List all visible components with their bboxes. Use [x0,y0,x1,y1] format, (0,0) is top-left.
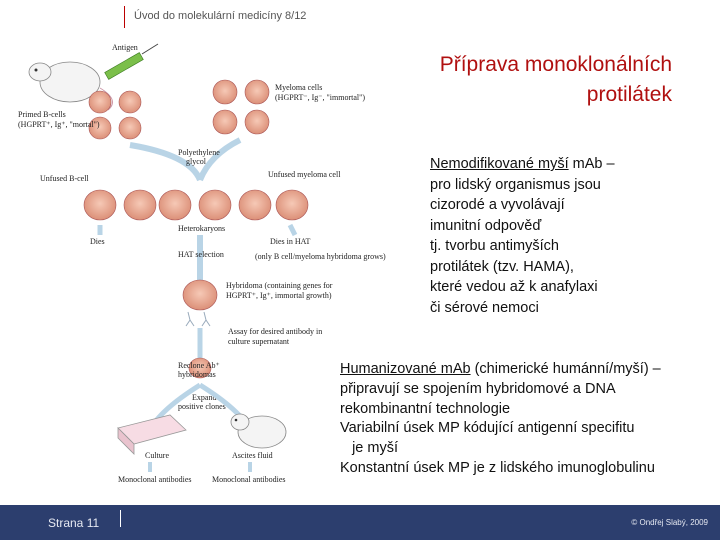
slide-title: Příprava monoklonálních protilátek [372,50,672,110]
mouse-icon [28,61,113,111]
page-number: Strana 11 [48,516,100,530]
label-assay-2: culture supernatant [228,337,290,346]
label-heterokaryons: Heterokaryons [178,224,225,233]
label-culture: Culture [145,451,169,460]
p1-line: pro lidský organismus jsou [430,176,601,193]
p1-line: imunitní odpověď [430,217,542,234]
reclone-cell [188,357,212,379]
p1-line: protilátek (tzv. HAMA), [430,258,574,275]
p2-line: rekombinantní technologie [340,400,511,417]
mouse-icon-lower [230,413,287,449]
p1-line: tj. tvorbu antimyších [430,238,559,254]
label-mono-1: Monoclonal antibodies [118,475,192,484]
header-text: Úvod do molekulární medicíny 8/12 [134,10,307,22]
primed-b-cells [88,90,142,140]
label-primed-sub: (HGPRT⁺, Ig⁺, "mortal") [18,120,100,129]
p1-line: které vedou až k anafylaxi [430,279,598,295]
copyright: © Ondřej Slabý, 2009 [631,518,708,527]
label-mono-2: Monoclonal antibodies [212,475,286,484]
label-dies: Dies [90,237,105,246]
label-dies-hat: Dies in HAT [270,237,311,246]
p2-line: Konstantní úsek MP je z lidského imunogl… [340,459,655,476]
paragraph-unmodified-mab: Nemodifikované myší mAb – pro lidský org… [430,154,670,318]
label-ascites: Ascites fluid [232,451,273,460]
p2-line: připravují se spojením hybridomové a DNA [340,380,616,397]
label-hat-selection: HAT selection [178,250,224,259]
label-reclone-2: hybridomas [178,370,216,379]
label-expand-2: positive clones [178,402,226,411]
label-assay: Assay for desired antibody in [228,327,322,336]
label-myeloma: Myeloma cells [275,83,322,92]
myeloma-cells [212,79,270,135]
footer-bar [0,505,720,540]
culture-flask-icon [117,414,187,455]
title-line-1: Příprava monoklonálních [439,53,672,76]
p1-first-rest: mAb – [568,156,615,172]
p1-line: cizorodé a vyvolávají [430,197,565,213]
antibody-icon [185,311,211,327]
label-peg-2: glycol [186,157,207,166]
syringe-icon [104,43,159,80]
label-expand: Expand [192,393,216,402]
p2-first-rest: (chimerické humánní/myší) – [470,361,661,377]
p1-line: či sérové nemoci [430,299,539,316]
label-hat-note: (only B cell/myeloma hybridoma grows) [255,252,386,261]
term-unmodified: Nemodifikované myší [430,156,569,172]
hybridoma-cell [182,279,218,311]
label-peg: Polyethylene [178,148,220,157]
title-line-2: protilátek [586,83,672,106]
p2-line: Variabilní úsek MP kódující antigenní sp… [340,420,635,437]
heterokaryon-cells [83,189,309,221]
label-unfused-b: Unfused B-cell [40,174,89,183]
p2-line: je myší [340,440,399,457]
label-unfused-myeloma: Unfused myeloma cell [268,170,341,179]
label-myeloma-sub: (HGPRT⁻, Ig⁻, "immortal") [275,93,365,102]
monoclonal-antibody-diagram: Antigen Primed B-cells (HGPRT⁺, Ig⁺, "mo… [18,43,386,484]
label-antigen: Antigen [112,43,138,52]
label-hybridoma-2: HGPRT⁺, Ig⁺, immortal growth) [226,291,332,300]
header-divider [124,6,125,28]
term-humanized: Humanizované mAb [340,361,471,377]
label-primed: Primed B-cells [18,110,66,119]
label-reclone: Reclone Ab⁺ [178,361,220,370]
label-hybridoma: Hybridoma (containing genes for [226,281,333,290]
paragraph-humanized-mab: Humanizované mAb (chimerické humánní/myš… [340,360,710,479]
footer-divider [120,510,121,527]
